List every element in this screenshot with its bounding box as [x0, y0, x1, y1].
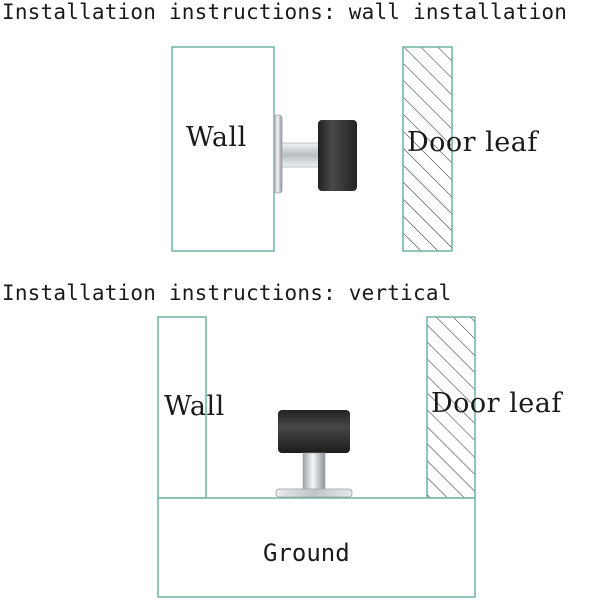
stopper-head-top — [318, 120, 357, 191]
wall-outline-bottom — [157, 316, 207, 499]
wall-label-top: Wall — [186, 122, 247, 153]
door-leaf-label-top: Door leaf — [407, 127, 539, 158]
door-leaf-hatched-bottom — [426, 316, 476, 499]
door-leaf-hatched-top — [402, 46, 453, 252]
heading-wall-installation: Installation instructions: wall installa… — [2, 0, 568, 24]
ground-outline — [157, 497, 476, 598]
mount-plate-top — [273, 114, 283, 194]
heading-vertical-installation: Installation instructions: vertical — [2, 281, 452, 305]
wall-label-bottom: Wall — [164, 391, 225, 422]
ground-label: Ground — [263, 539, 350, 567]
door-leaf-label-bottom: Door leaf — [431, 388, 563, 419]
stopper-stem-bottom — [302, 452, 326, 491]
stopper-head-bottom — [278, 410, 350, 453]
wall-outline-top — [171, 46, 275, 252]
door-stopper-wall-mounted — [273, 114, 357, 194]
mount-plate-bottom — [275, 488, 353, 498]
stopper-stem-top — [281, 142, 320, 168]
door-stopper-floor-mounted — [275, 410, 353, 498]
